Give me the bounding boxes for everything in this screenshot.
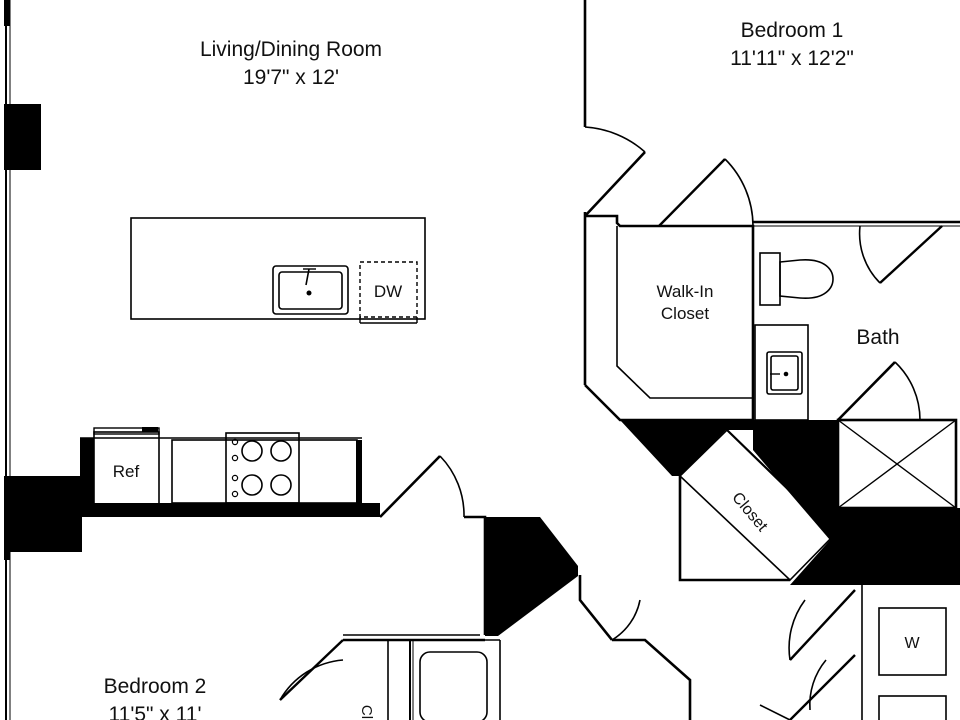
bedroom2-name: Bedroom 2 — [104, 675, 207, 698]
left-exterior-wall — [4, 0, 82, 720]
living-dining-dims: 19'7" x 12' — [243, 66, 339, 89]
central-walls — [620, 420, 960, 585]
bath-vanity — [754, 324, 809, 421]
bedroom1-walls — [583, 0, 960, 420]
kitchen-island — [130, 217, 426, 320]
dishwasher-label: DW — [374, 282, 402, 301]
island-sink — [272, 265, 349, 315]
bedroom1-label: Bedroom 1 11'11" x 12'2" — [730, 19, 854, 70]
dryer — [878, 695, 947, 720]
lower-hall: Cl — [279, 575, 692, 720]
living-dining-name: Living/Dining Room — [200, 38, 382, 61]
range-stove — [225, 432, 300, 504]
refrigerator-label: Ref — [113, 462, 140, 481]
laundry-area — [759, 585, 863, 720]
bedroom1-dims: 11'11" x 12'2" — [730, 47, 854, 70]
counter-run — [171, 439, 358, 504]
bedroom2-wall — [379, 455, 578, 636]
living-dining-label: Living/Dining Room 19'7" x 12' — [200, 38, 382, 89]
bedroom2-dims: 11'5" x 11' — [109, 703, 202, 720]
bedroom1-name: Bedroom 1 — [741, 19, 844, 42]
bath-label: Bath — [856, 326, 899, 349]
partial-closet-label: Cl — [358, 705, 375, 719]
bedroom2-label: Bedroom 2 11'5" x 11' — [104, 675, 207, 720]
washer-label: W — [904, 635, 920, 652]
toilet — [759, 252, 834, 306]
shower — [836, 418, 958, 510]
walk-in-closet: Walk-In Closet — [584, 226, 753, 422]
walk-in-closet-label-line1: Walk-In — [657, 282, 714, 301]
dishwasher: DW — [359, 261, 418, 324]
refrigerator: Ref — [93, 427, 160, 507]
walk-in-closet-label-line2: Closet — [661, 304, 709, 323]
washer: W — [878, 607, 947, 676]
bath: Bath — [837, 225, 943, 421]
